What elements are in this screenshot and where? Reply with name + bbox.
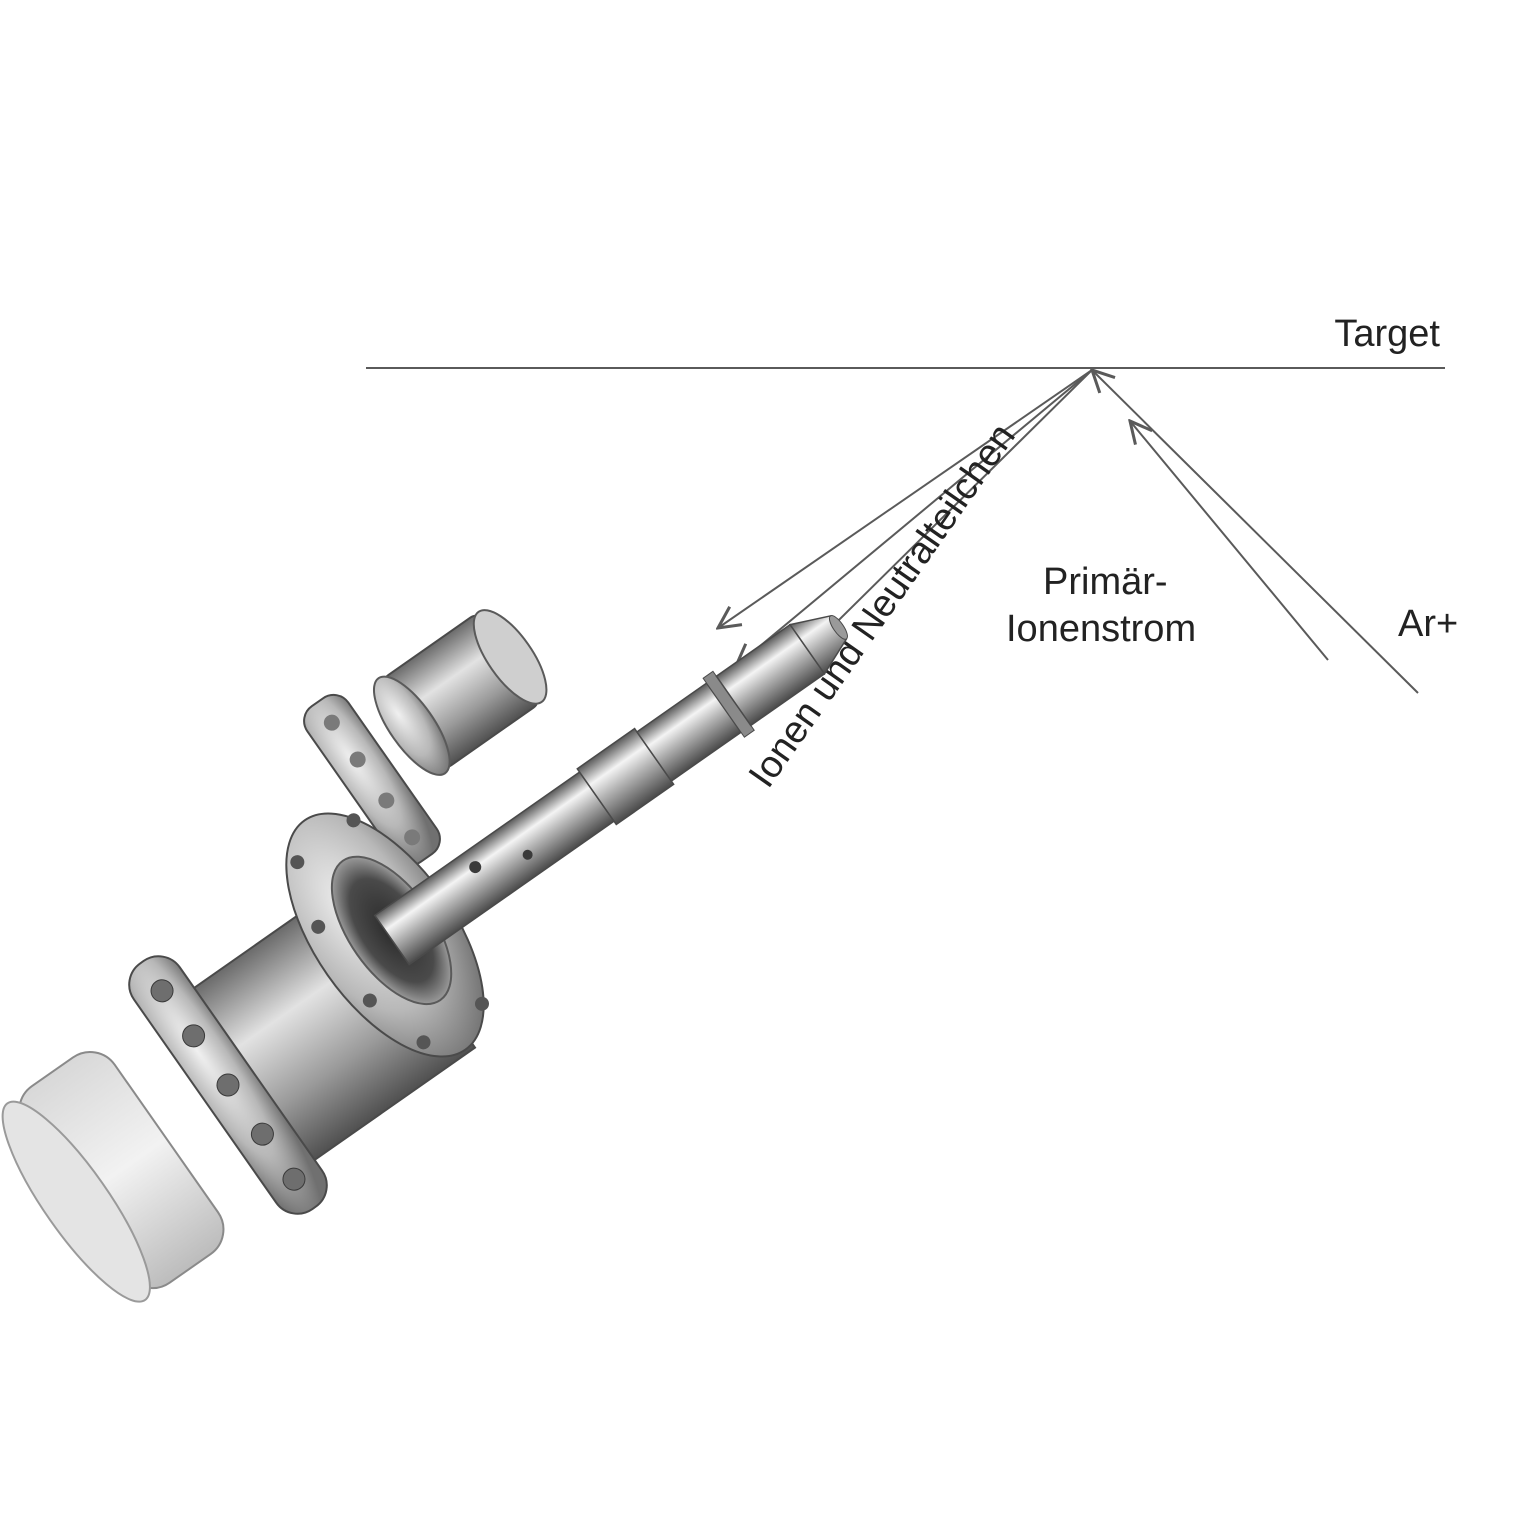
argon-ion-label: Ar+ — [1398, 603, 1458, 645]
side-flange — [303, 693, 441, 867]
ion-source-device — [1, 609, 848, 1303]
extraction-nozzle — [373, 615, 848, 966]
lower-flange — [128, 955, 328, 1215]
primary-ion-current-label-line1: Primär- — [1043, 561, 1168, 603]
primary-ion-current-label-line2: Ionenstrom — [1006, 608, 1196, 650]
secondary-particles-label: Ionen und Neutralteilchen — [741, 416, 1024, 795]
bottom-housing — [1, 1051, 225, 1303]
secondary-beam-arrow-2 — [736, 369, 1093, 666]
primary-beam-arrow-2 — [1130, 421, 1329, 661]
beam-diagram: Target Primär- Ionenstrom Ar+ Ionen und … — [366, 313, 1458, 795]
target-label: Target — [1334, 313, 1440, 355]
side-port — [372, 609, 548, 776]
secondary-beam-arrow-1 — [718, 369, 1093, 628]
